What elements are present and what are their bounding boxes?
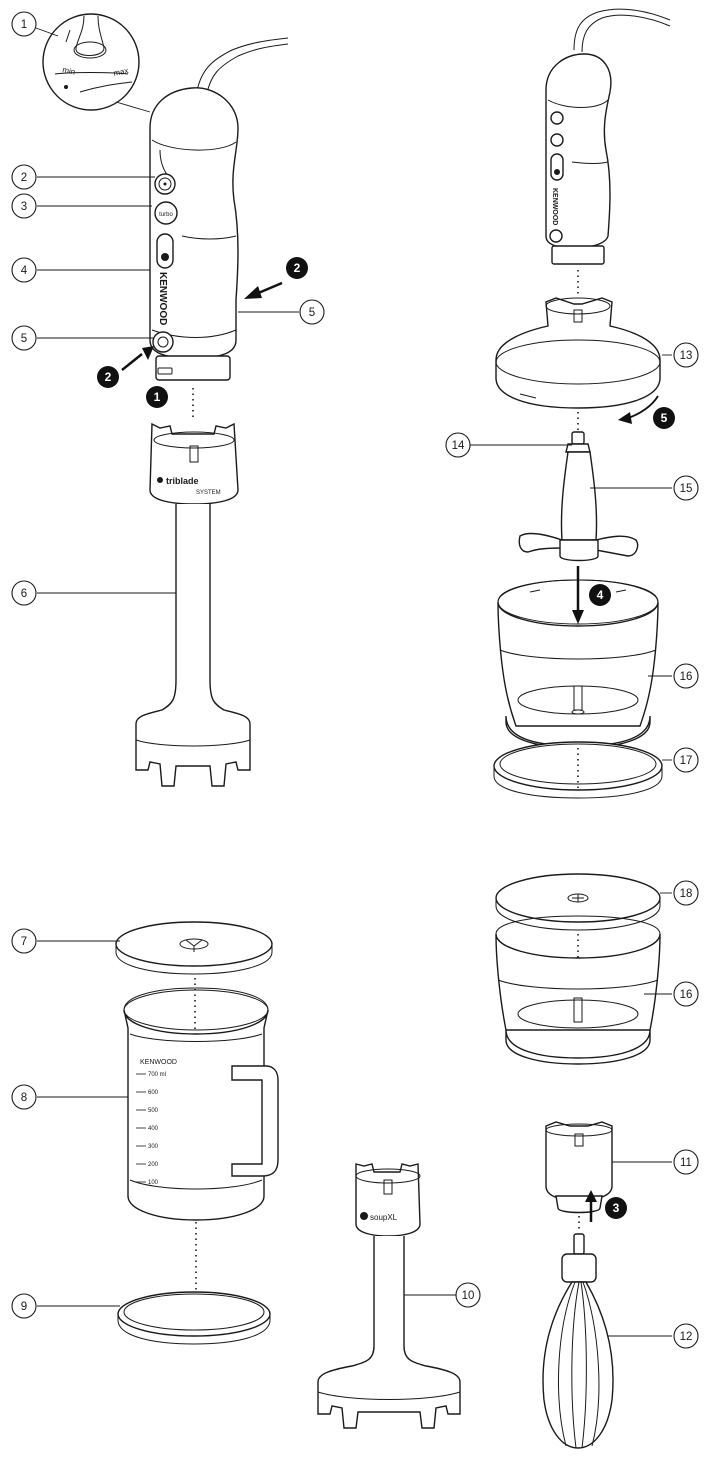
callout-15: 15 — [673, 475, 699, 501]
power-indicator — [156, 233, 174, 269]
dial-max-label: max — [113, 66, 130, 78]
leader-lines — [35, 27, 672, 1337]
callout-7: 7 — [11, 928, 37, 954]
release-button — [152, 331, 174, 353]
callout-2: 2 — [11, 164, 37, 190]
step-badge-1: 1 — [146, 386, 168, 408]
step-badge-4: 4 — [589, 584, 611, 606]
svg-text:17: 17 — [680, 755, 693, 767]
callout-3: 3 — [11, 193, 37, 219]
soup-shaft: soupXL — [317, 1163, 461, 1429]
assembly-arrows — [121, 281, 659, 1222]
svg-text:3: 3 — [21, 201, 27, 213]
callout-1: 1 — [11, 11, 37, 37]
beaker: KENWOOD 700 ml 600 500 400 300 200 100 — [123, 987, 279, 1221]
callout-13: 13 — [673, 342, 699, 368]
turbo-label: turbo — [159, 212, 173, 218]
svg-text:4: 4 — [21, 265, 28, 277]
whisk-gearbox — [545, 1121, 613, 1214]
storage-lid — [495, 873, 661, 931]
svg-text:13: 13 — [680, 350, 693, 362]
speed-dial-inset: min max — [42, 13, 140, 111]
step-badge-5: 5 — [653, 407, 675, 429]
svg-text:18: 18 — [680, 888, 693, 900]
motor-unit-left: min max turbo KENWOOD — [42, 13, 289, 381]
brand-label-right: KENWOOD — [551, 188, 558, 225]
beaker-mark-label: 300 — [148, 1144, 159, 1150]
callout-11: 11 — [673, 1149, 699, 1175]
beaker-base — [117, 1291, 271, 1345]
callout-12: 12 — [673, 1323, 699, 1349]
svg-text:2: 2 — [21, 172, 27, 184]
svg-text:16: 16 — [680, 671, 693, 683]
chopper-blade — [518, 431, 639, 562]
callout-16-chopper: 16 — [673, 663, 699, 689]
svg-text:1: 1 — [154, 390, 161, 404]
step-badge-2-left: 2 — [97, 366, 119, 388]
callout-8: 8 — [11, 1084, 37, 1110]
beaker-mark-label: 500 — [148, 1108, 159, 1114]
svg-text:4: 4 — [597, 588, 604, 602]
svg-text:14: 14 — [452, 440, 465, 452]
callout-17: 17 — [673, 747, 699, 773]
svg-text:7: 7 — [21, 936, 27, 948]
svg-text:5: 5 — [309, 307, 315, 319]
step-badge-3: 3 — [605, 1197, 627, 1219]
beaker-mark-label: 400 — [148, 1126, 159, 1132]
svg-text:16: 16 — [680, 989, 693, 1001]
motor-unit-right: KENWOOD — [545, 8, 671, 265]
brand-label-left: KENWOOD — [157, 272, 168, 325]
svg-text:15: 15 — [680, 483, 693, 495]
beaker-mark-label: 600 — [148, 1090, 159, 1096]
callout-5-right: 5 — [299, 299, 325, 325]
beaker-lid — [115, 921, 273, 975]
chopper-lid — [495, 297, 661, 409]
svg-text:11: 11 — [680, 1157, 692, 1169]
beaker-mark-label: 100 — [148, 1180, 159, 1186]
callout-6: 6 — [11, 580, 37, 606]
callout-14: 14 — [445, 432, 471, 458]
svg-text:5: 5 — [661, 411, 668, 425]
storage-bowl — [495, 915, 661, 1065]
callout-4: 4 — [11, 257, 37, 283]
soupxl-logo: soupXL — [370, 1213, 398, 1222]
blender-shaft: triblade SYSTEM — [135, 422, 251, 787]
callout-16-storage: 16 — [673, 981, 699, 1007]
svg-text:1: 1 — [21, 19, 27, 31]
svg-text:10: 10 — [462, 1290, 475, 1302]
beaker-mark-label: 700 ml — [148, 1072, 166, 1078]
callout-18: 18 — [673, 880, 699, 906]
svg-text:9: 9 — [21, 1301, 27, 1313]
svg-text:5: 5 — [21, 333, 27, 345]
svg-text:2: 2 — [105, 370, 112, 384]
svg-text:6: 6 — [21, 588, 27, 600]
svg-text:12: 12 — [680, 1331, 693, 1343]
beaker-brand: KENWOOD — [140, 1059, 177, 1066]
power-cord — [195, 37, 289, 97]
beaker-scale: 700 ml 600 500 400 300 200 100 — [136, 1072, 166, 1186]
svg-text:8: 8 — [21, 1092, 27, 1104]
whisk — [542, 1233, 614, 1449]
triblade-sub: SYSTEM — [196, 490, 221, 496]
dial-min-label: min — [62, 65, 76, 76]
callout-9: 9 — [11, 1293, 37, 1319]
triblade-logo: triblade — [166, 476, 199, 486]
svg-text:2: 2 — [294, 261, 301, 275]
callout-5-left: 5 — [11, 325, 37, 351]
step-badge-2-right: 2 — [286, 257, 308, 279]
beaker-mark-label: 200 — [148, 1162, 159, 1168]
turbo-button — [154, 201, 178, 225]
svg-text:3: 3 — [613, 1201, 620, 1215]
callout-10: 10 — [455, 1282, 481, 1308]
